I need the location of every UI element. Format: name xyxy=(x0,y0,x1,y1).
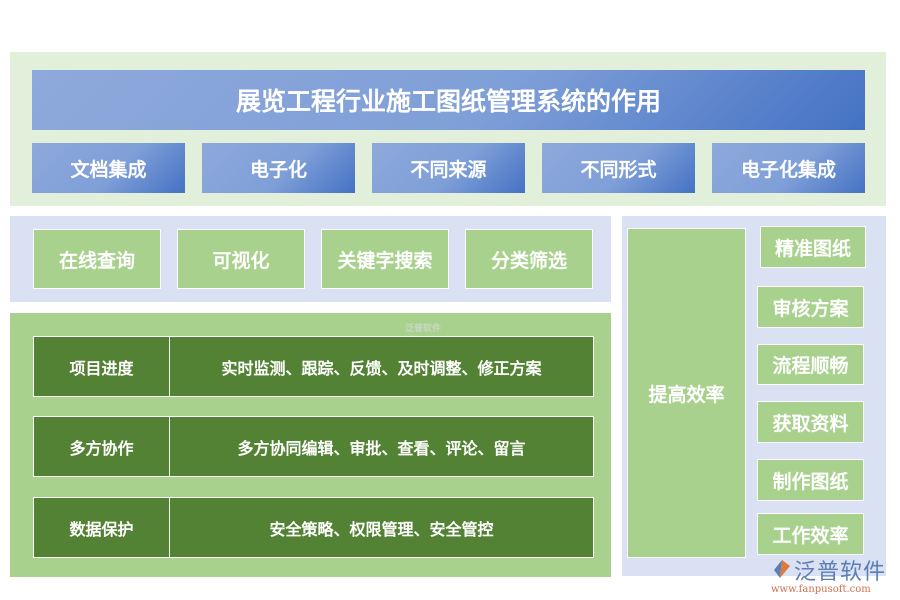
top-item: 电子化集成 xyxy=(712,143,865,193)
row-desc: 实时监测、跟踪、反馈、及时调整、修正方案 xyxy=(169,336,594,397)
feature-item: 分类筛选 xyxy=(465,229,593,289)
top-item: 不同形式 xyxy=(542,143,695,193)
efficiency-item: 审核方案 xyxy=(757,286,864,328)
row-desc: 多方协同编辑、审批、查看、评论、留言 xyxy=(169,416,594,477)
row-label: 项目进度 xyxy=(33,336,170,397)
feature-item: 在线查询 xyxy=(33,229,161,289)
logo-url: www.fanpusoft.com xyxy=(771,584,871,595)
efficiency-item: 制作图纸 xyxy=(757,459,864,501)
efficiency-item: 流程顺畅 xyxy=(757,344,864,385)
brand-logo: 泛普软件 www.fanpusoft.com xyxy=(770,553,895,598)
logo-icon xyxy=(774,560,790,578)
efficiency-item: 工作效率 xyxy=(757,513,864,555)
feature-item: 关键字搜索 xyxy=(321,229,449,289)
page-title: 展览工程行业施工图纸管理系统的作用 xyxy=(32,70,865,130)
watermark-small: 泛普软件 xyxy=(405,324,442,334)
row-label: 多方协作 xyxy=(33,416,170,477)
efficiency-main: 提高效率 xyxy=(627,228,746,558)
efficiency-item: 精准图纸 xyxy=(760,226,866,268)
row-desc: 安全策略、权限管理、安全管控 xyxy=(169,497,594,558)
feature-item: 可视化 xyxy=(177,229,305,289)
row-label: 数据保护 xyxy=(33,497,170,558)
top-item: 文档集成 xyxy=(32,143,185,193)
top-item: 不同来源 xyxy=(372,143,525,193)
logo-name: 泛普软件 xyxy=(794,560,887,585)
efficiency-item: 获取资料 xyxy=(757,401,864,443)
top-item: 电子化 xyxy=(202,143,355,193)
